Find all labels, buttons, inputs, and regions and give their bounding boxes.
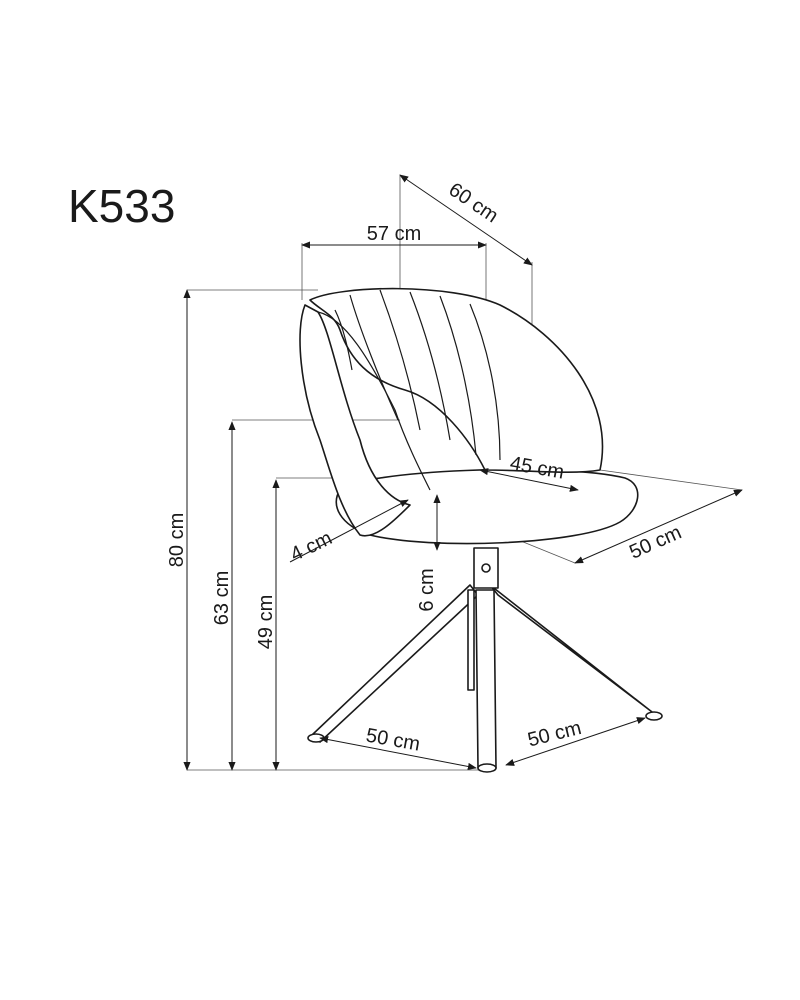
base-right-label: 50 cm <box>525 717 583 752</box>
armrest-thickness-label: 4 cm <box>287 527 336 566</box>
seat-thickness-label: 6 cm <box>416 568 438 611</box>
chair-illustration <box>299 287 663 773</box>
seat-height-label: 49 cm <box>255 595 277 649</box>
dimension-lines <box>183 174 743 771</box>
model-title: K533 <box>68 180 175 232</box>
width-total-label: 57 cm <box>367 223 421 245</box>
height-total-label: 80 cm <box>166 513 188 567</box>
base-left-label: 50 cm <box>364 725 421 756</box>
depth-total-label: 60 cm <box>445 179 502 228</box>
armrest-height-label: 63 cm <box>211 571 233 625</box>
